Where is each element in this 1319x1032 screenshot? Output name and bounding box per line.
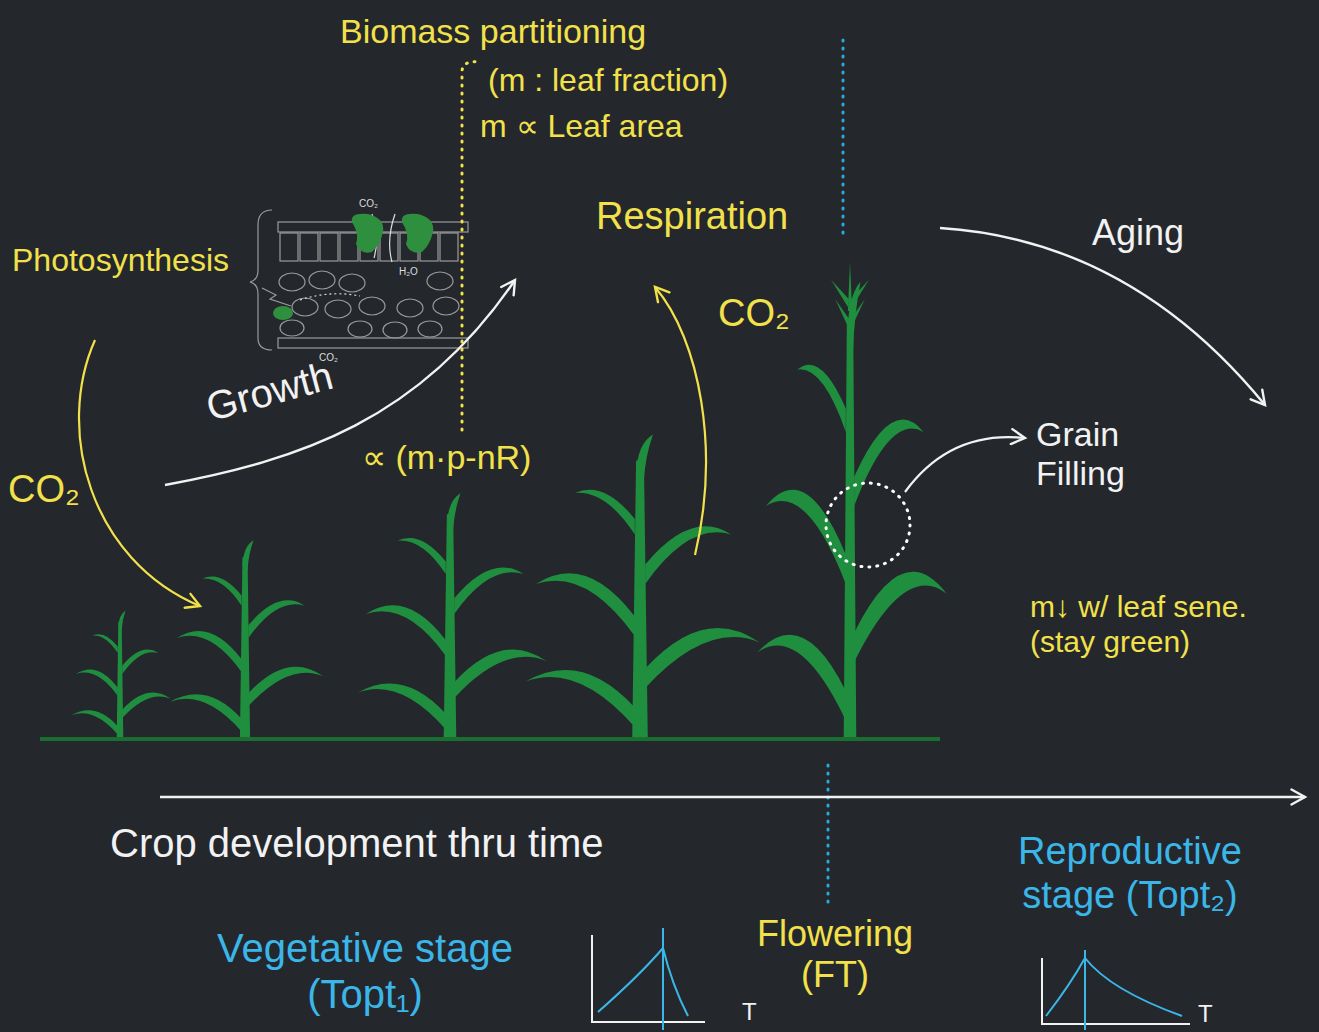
spongy-cell bbox=[383, 322, 407, 338]
spongy-cell bbox=[339, 274, 365, 292]
spongy-cell bbox=[359, 297, 385, 315]
stage-label: Reproductive stage (Topt₂) bbox=[975, 830, 1285, 917]
palisade-cell bbox=[280, 233, 298, 261]
illustration-label: H₂O bbox=[398, 266, 419, 278]
axis-label: T bbox=[1198, 1000, 1213, 1028]
palisade-cell bbox=[320, 233, 338, 261]
chart-axes bbox=[592, 935, 705, 1022]
corn-plant bbox=[758, 282, 947, 740]
spongy-cell bbox=[309, 271, 335, 289]
grain-filling-arrow bbox=[905, 437, 1025, 492]
axis-label: T bbox=[742, 998, 757, 1026]
bracket bbox=[250, 210, 272, 350]
lower-epidermis bbox=[278, 338, 468, 348]
corn-plant bbox=[358, 493, 547, 740]
ear-highlight bbox=[826, 483, 910, 567]
spongy-cell bbox=[325, 300, 351, 318]
topt-line bbox=[662, 928, 664, 1030]
spongy-cell bbox=[427, 272, 453, 290]
gas-path bbox=[300, 294, 360, 300]
process-label: Photosynthesis bbox=[12, 242, 229, 279]
spongy-cell bbox=[280, 320, 304, 336]
process-label: Respiration bbox=[596, 195, 788, 239]
gas-path bbox=[390, 214, 395, 262]
chloroplast bbox=[352, 214, 383, 253]
annotation: m ∝ Leaf area bbox=[480, 108, 683, 145]
dotted-leader bbox=[462, 62, 480, 430]
stage-label: Vegetative stage (Topt₁) bbox=[160, 925, 570, 1017]
spongy-cell bbox=[433, 297, 459, 315]
axis-label: Crop development thru time bbox=[110, 820, 604, 866]
palisade-cell bbox=[300, 233, 318, 261]
corn-plant bbox=[72, 611, 171, 740]
temperature-response-reproductive bbox=[1042, 950, 1190, 1030]
respiration-arrow bbox=[655, 287, 706, 555]
ground-line bbox=[40, 737, 940, 741]
topt-line bbox=[1084, 950, 1086, 1030]
response-curve bbox=[598, 948, 688, 1016]
process-label: Aging bbox=[1092, 212, 1184, 253]
corn-plants bbox=[40, 262, 947, 741]
spongy-cell bbox=[279, 273, 305, 291]
process-label: Grain Filling bbox=[1036, 415, 1166, 493]
stage-label: Flowering (FT) bbox=[735, 913, 935, 996]
chart-axes bbox=[1042, 958, 1190, 1024]
spongy-cell bbox=[418, 321, 442, 337]
tassel bbox=[831, 262, 869, 326]
process-label: Growth bbox=[201, 352, 337, 430]
gas-label: CO₂ bbox=[718, 292, 790, 336]
chloroplast bbox=[402, 214, 433, 253]
co2-uptake-arrow bbox=[79, 340, 200, 606]
leaf-cross-section bbox=[250, 210, 468, 350]
spongy-cell bbox=[292, 298, 318, 316]
annotation: m↓ w/ leaf sene. (stay green) bbox=[1030, 590, 1280, 659]
formula: ∝ (m·p-nR) bbox=[362, 438, 531, 477]
illustration-label: CO₂ bbox=[358, 198, 379, 210]
time-axis bbox=[160, 796, 1305, 798]
spongy-cell bbox=[348, 321, 372, 337]
aging-arrow bbox=[940, 228, 1265, 405]
response-curve bbox=[1046, 958, 1182, 1016]
light-bolt bbox=[262, 288, 291, 306]
temperature-response-vegetative bbox=[592, 928, 705, 1030]
chloroplast bbox=[273, 306, 293, 320]
corn-plant bbox=[170, 540, 323, 740]
palisade-cell bbox=[340, 233, 358, 261]
palisade-cell bbox=[440, 233, 458, 261]
spongy-cell bbox=[397, 299, 423, 317]
annotation: (m : leaf fraction) bbox=[488, 62, 728, 99]
gas-label: CO₂ bbox=[8, 468, 80, 512]
palisade-cell bbox=[380, 233, 398, 261]
stage-divider bbox=[842, 40, 845, 235]
corn-plant bbox=[526, 435, 760, 741]
section-heading: Biomass partitioning bbox=[340, 12, 646, 51]
stage-divider bbox=[827, 765, 830, 905]
